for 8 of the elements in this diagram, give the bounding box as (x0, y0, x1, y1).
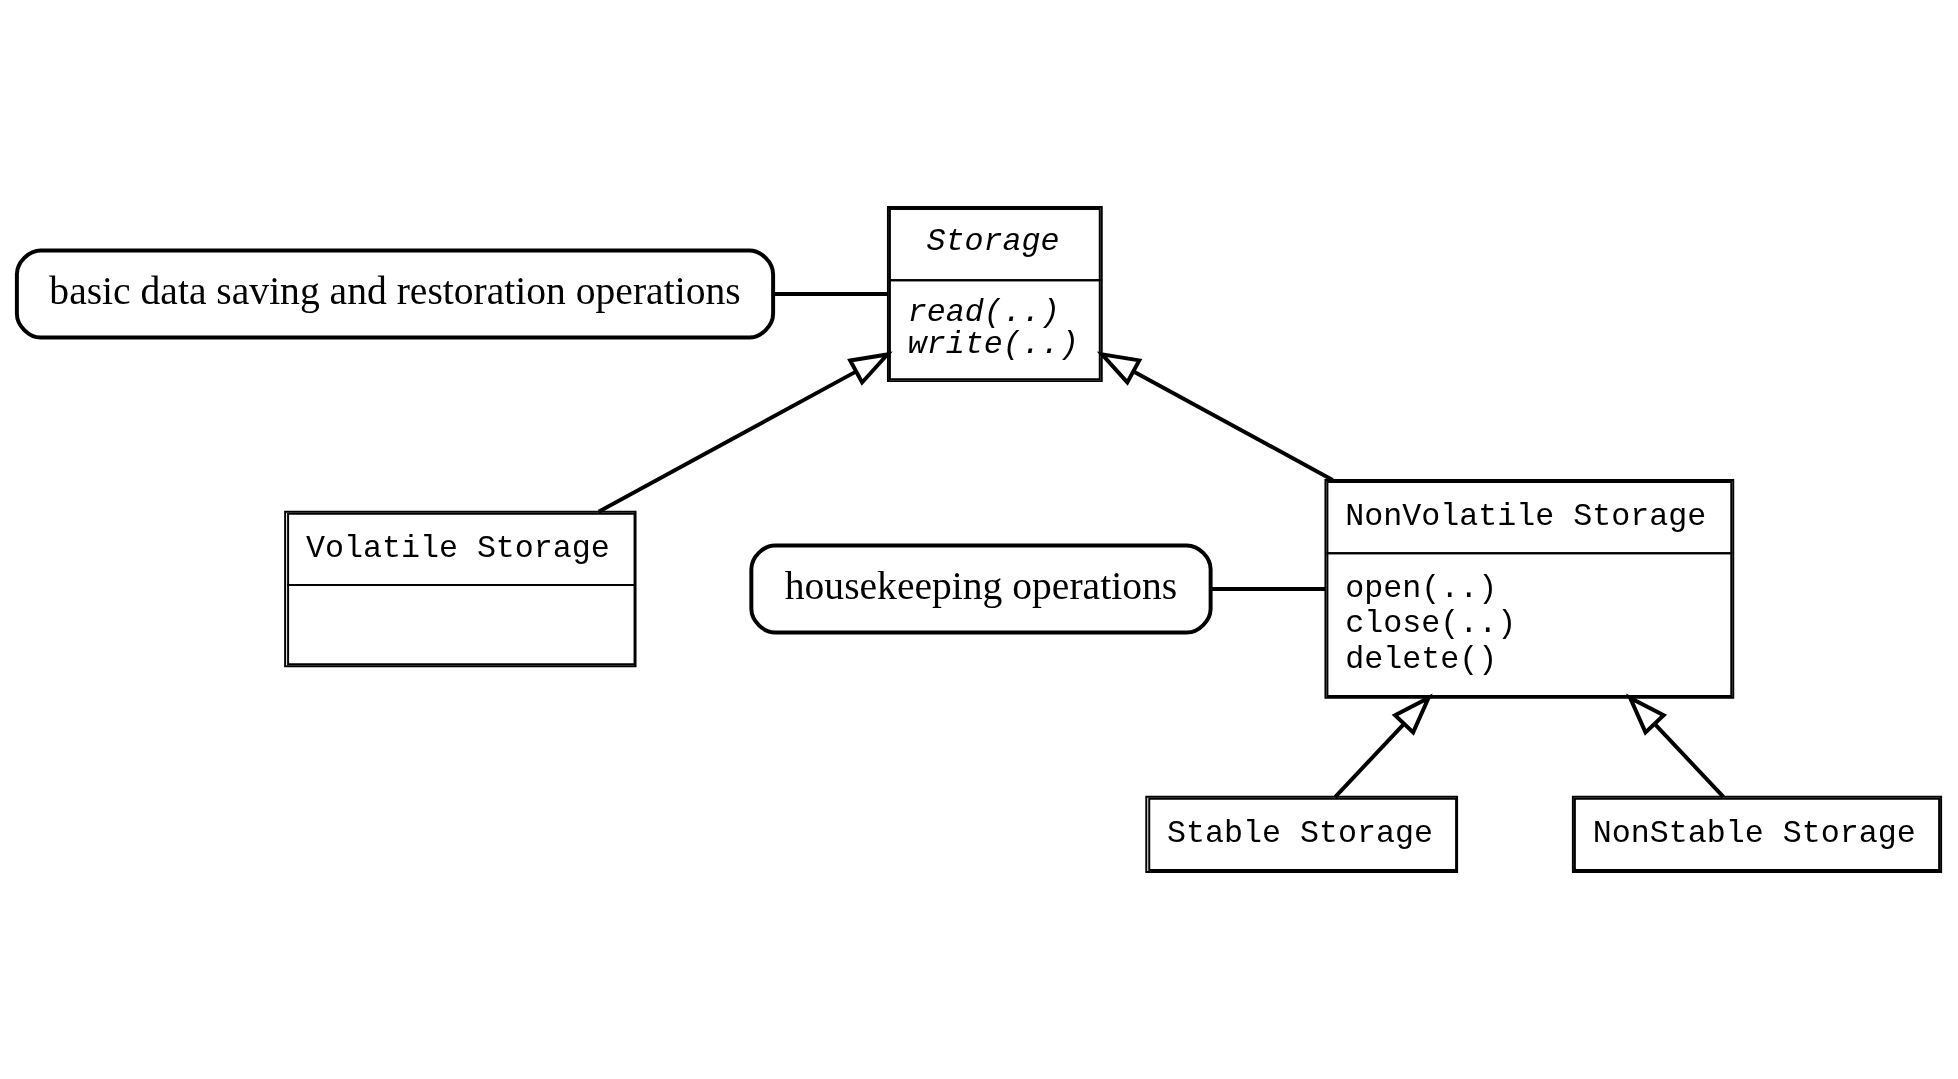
node-box: basic data saving and restoration operations (14, 248, 776, 340)
connector (1210, 587, 1326, 591)
arrow (1333, 693, 1433, 799)
arrow (1626, 693, 1725, 799)
arrow (597, 351, 893, 514)
arrow (1096, 351, 1334, 482)
connector (773, 292, 888, 296)
node-box: housekeeping operations (749, 543, 1213, 635)
